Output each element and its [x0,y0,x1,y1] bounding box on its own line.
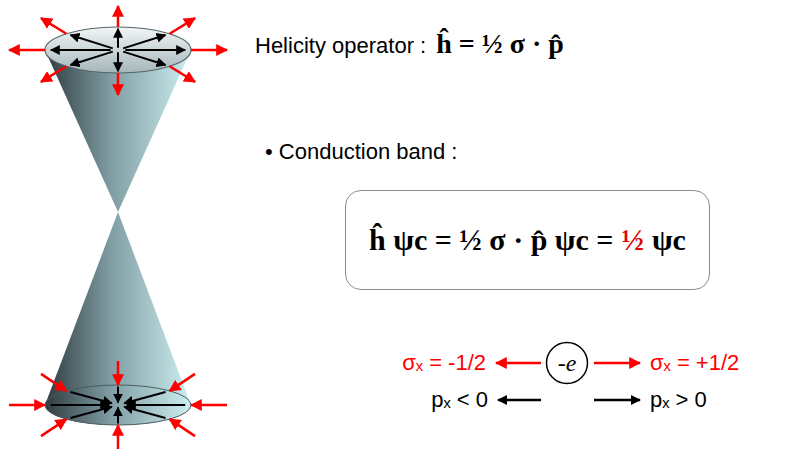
momentum-arrow [191,49,227,52]
spin-arrow [496,362,541,365]
momentum-arrow [117,73,120,95]
momentum-label: pₓ > 0 [650,387,707,413]
spin-arrow [117,29,119,48]
lower-cone [45,212,191,425]
spin-arrow [127,404,185,406]
spin-arrow [71,407,112,418]
node-content: ĥ ψc = ½ σ · p̂ ψc =½ψc [346,191,709,289]
equation-box: ĥ ψc = ½ σ · p̂ ψc =½ψc [345,190,710,290]
spin-arrow [71,35,113,48]
momentum-arrow [117,6,120,27]
spin-arrow [125,49,185,51]
spin-arrow [117,407,119,423]
spin-arrow [117,387,119,403]
momentum-arrow [117,425,120,449]
text-row: ĥ ψc = ½ σ · p̂ ψc =½ψc [369,223,686,257]
momentum-arrow [9,49,45,52]
spin-arrows [51,387,185,424]
spin-arrow [51,404,109,406]
heading-label: Helicity operator : [255,33,426,59]
spin-label: σₓ = -1/2 [402,350,486,376]
spin-arrow [71,52,113,65]
upper-cone [45,50,191,212]
momentum-arrow [170,66,195,82]
spin-arrow [124,407,165,418]
momentum-arrows [9,6,227,95]
momentum-arrow [594,399,640,402]
electron-circle: -e [545,341,589,385]
momentum-arrow [170,374,195,391]
equation-text: ĥ ψc = ½ σ · p̂ ψc = [369,223,613,257]
operator-formula: ĥ = ½ σ · p̂ [436,28,564,60]
eigenvalue-fraction: ½ [621,223,644,257]
electron-charge: -e [558,350,577,377]
momentum-arrow [41,66,66,82]
spin-label: σₓ = +1/2 [650,350,739,376]
text-row: -e [558,350,577,377]
upper-cone-top [45,27,191,73]
spin-arrow [123,35,165,48]
equation-text: ψc [652,223,686,257]
momentum-arrows [9,361,227,449]
node-content: -e [545,341,589,385]
momentum-arrow [41,419,66,436]
momentum-arrow [191,404,227,407]
momentum-arrow [9,404,45,407]
spin-arrow [124,392,165,403]
momentum-arrow [41,18,66,34]
spin-arrow [594,362,640,365]
momentum-arrow [498,399,541,402]
lower-cone-base [45,385,191,425]
band-label: • Conduction band : [265,139,457,165]
momentum-arrow [117,361,120,385]
momentum-arrow [170,18,195,34]
spin-arrow [71,392,112,403]
spin-arrow [51,49,111,51]
momentum-label: pₓ < 0 [431,387,488,413]
circle-outline [547,343,588,384]
spin-arrows [51,29,185,71]
momentum-arrow [170,419,195,436]
momentum-arrow [41,374,66,391]
spin-arrow [123,52,165,65]
spin-arrow [117,52,119,71]
